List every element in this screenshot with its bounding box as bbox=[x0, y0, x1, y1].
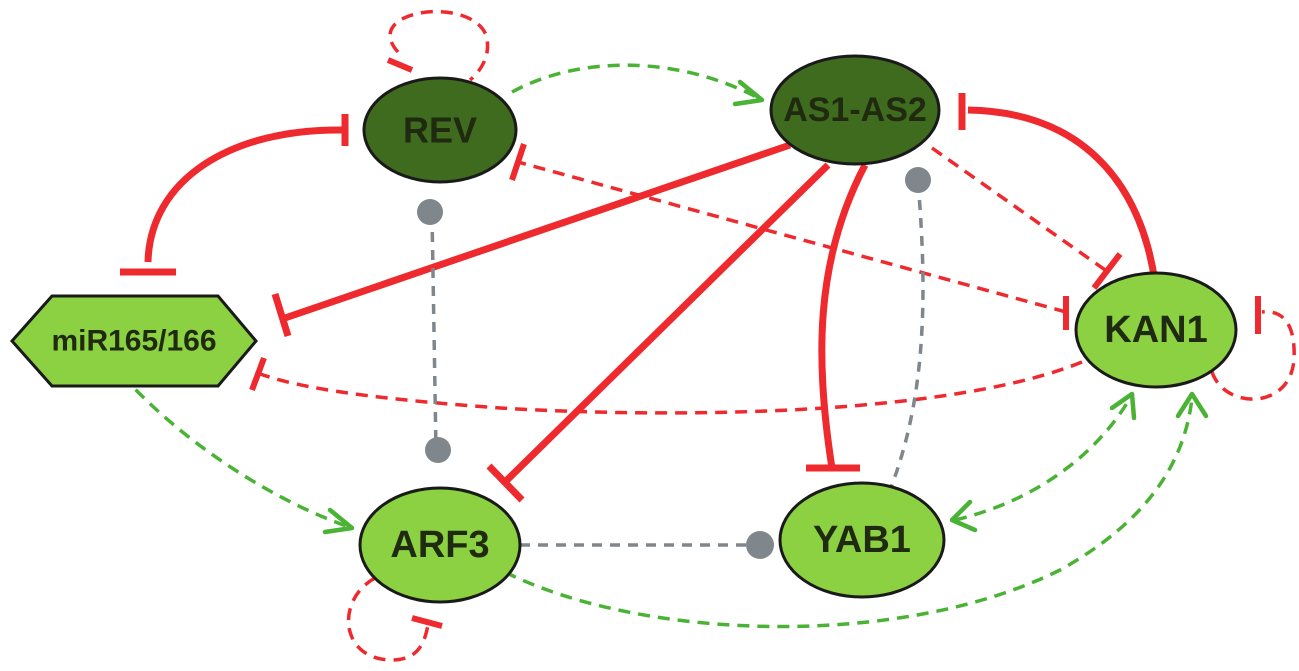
node-yab1: YAB1 bbox=[778, 481, 946, 599]
edge-kan1-inhibits-as1as2 bbox=[967, 106, 1159, 283]
node-arf3-label: ARF3 bbox=[390, 524, 489, 566]
edge-kan1-self-inhibition bbox=[1210, 310, 1296, 401]
edge-yab1-kan1 bbox=[954, 397, 1132, 522]
edge-as1as2-inhibits-kan1 bbox=[930, 146, 1110, 274]
edge-kan1-inhibits-mir bbox=[254, 360, 1083, 415]
node-as1as2-label: AS1-AS2 bbox=[783, 91, 927, 129]
node-kan1: KAN1 bbox=[1074, 271, 1238, 389]
edge-kan1-inhibits-mir-bar bbox=[249, 356, 267, 392]
node-kan1-label: KAN1 bbox=[1104, 309, 1207, 351]
node-rev-label: REV bbox=[403, 110, 477, 151]
edge-rev-inhibits-mir bbox=[144, 126, 346, 263]
edge-arf3-to-kan1-arrow bbox=[1175, 391, 1209, 419]
edge-mir-to-arf3-arrow bbox=[322, 507, 355, 535]
edge-arf3-self-inhibition bbox=[346, 576, 430, 662]
edge-kan1-inhibits-rev bbox=[517, 160, 1067, 314]
edge-rev-to-as1as2-arrow bbox=[732, 79, 765, 107]
edge-as1as2-inhibits-arf3-bar bbox=[486, 463, 525, 503]
edge-rev-arf3-interaction bbox=[430, 213, 438, 451]
edge-rev-to-as1as2 bbox=[511, 63, 763, 102]
node-as1as2: AS1-AS2 bbox=[769, 54, 941, 166]
edge-as1as2-inhibits-kan1-bar bbox=[1091, 252, 1123, 290]
edge-as1as2-inhibits-yab1 bbox=[818, 163, 869, 469]
edge-rev-self-inhibition bbox=[388, 9, 490, 82]
edge-as1as2-yab1-interaction bbox=[888, 181, 925, 491]
node-rev: REV bbox=[362, 76, 518, 184]
node-yab1-label: YAB1 bbox=[813, 519, 911, 561]
edge-rev-arf3-dot-top bbox=[417, 199, 443, 225]
edge-kan1-inhibits-rev-bar bbox=[509, 143, 527, 181]
node-mir-label: miR165/166 bbox=[51, 325, 216, 358]
edge-yab1-kan1-arrow-yab1 bbox=[949, 499, 978, 533]
edge-yab1-kan1-arrow-kan1 bbox=[1109, 391, 1137, 421]
edge-mir-to-arf3 bbox=[120, 373, 353, 530]
edge-rev-arf3-dot-bottom bbox=[425, 437, 451, 463]
node-mir: miR165/166 bbox=[9, 294, 258, 388]
edge-as1as2-inhibits-mir-bar bbox=[271, 292, 292, 338]
edge-rev-self-bar bbox=[386, 57, 414, 73]
edge-as1as2-inhibits-arf3 bbox=[502, 162, 831, 485]
node-arf3: ARF3 bbox=[358, 486, 522, 604]
edge-as1as2-yab1-dot bbox=[905, 167, 931, 193]
edge-as1as2-inhibits-mir bbox=[283, 141, 792, 322]
edge-arf3-self-bar bbox=[411, 615, 443, 629]
edge-arf3-yab1-dot bbox=[746, 531, 774, 559]
